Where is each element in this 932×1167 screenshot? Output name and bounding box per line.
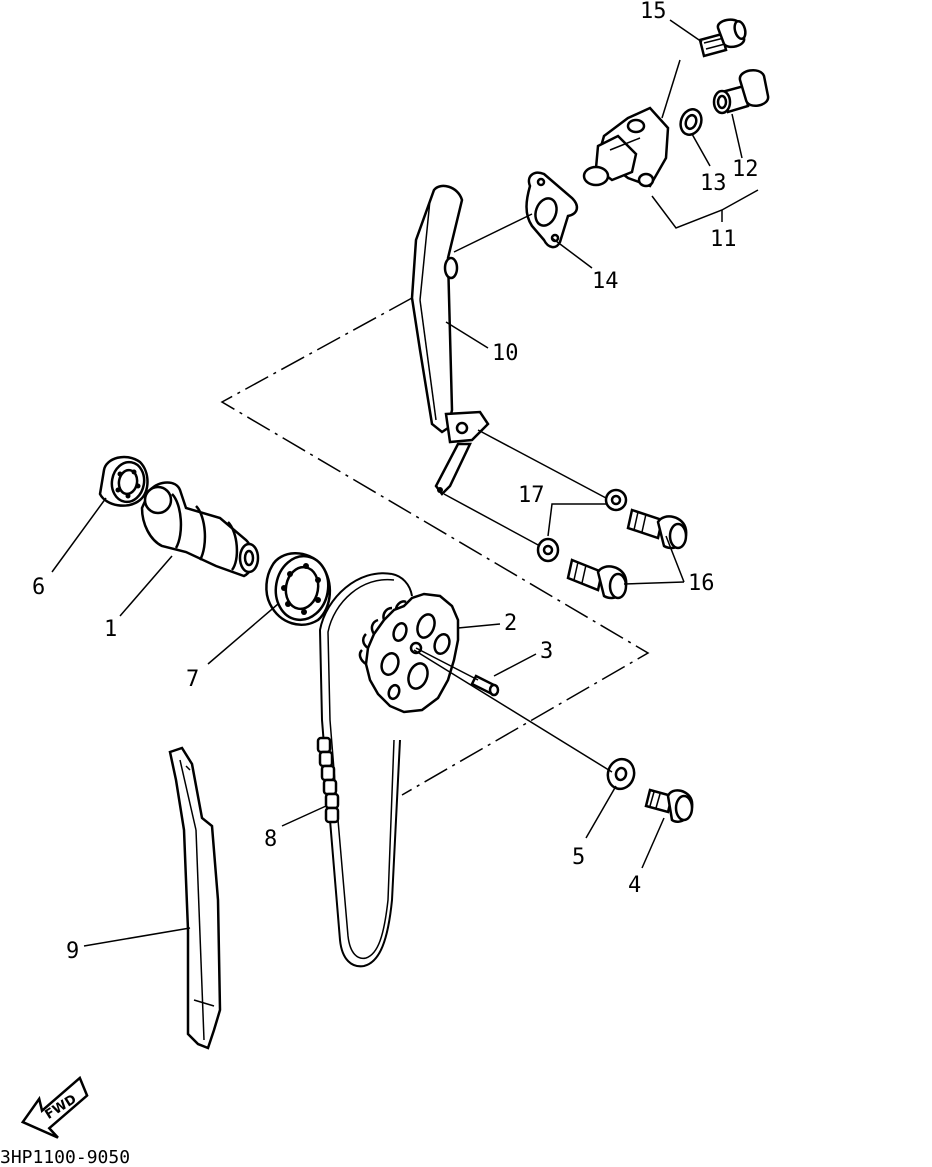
label-1: 1: [104, 617, 117, 642]
label-9: 9: [66, 939, 79, 964]
label-6: 6: [32, 575, 45, 600]
part-2-sprocket: [358, 592, 460, 714]
part-16-bolt-lower: [566, 558, 628, 600]
label-11: 11: [710, 227, 737, 252]
label-2: 2: [504, 611, 517, 636]
label-16: 16: [688, 571, 715, 596]
part-3-pin: [470, 674, 500, 697]
part-4-bolt: [644, 788, 694, 823]
part-17-washer-lower: [536, 537, 560, 563]
fwd-arrow-icon: FWD: [20, 1075, 89, 1139]
part-14-gasket: [525, 171, 579, 249]
part-8-cam-chain: [316, 572, 413, 968]
part-1-camshaft: [140, 481, 260, 578]
part-13-washer: [679, 108, 703, 136]
label-14: 14: [592, 269, 619, 294]
part-11-tensioner: [582, 106, 670, 188]
part-10-chain-guide: [410, 184, 490, 496]
part-6-bearing: [98, 455, 149, 507]
part-5-washer: [606, 757, 636, 791]
assembly-boundary: [220, 297, 650, 796]
part-15-bolt: [698, 18, 747, 58]
label-10: 10: [492, 341, 519, 366]
label-15: 15: [640, 0, 667, 24]
part-7-bearing: [265, 552, 332, 626]
part-12-plug-bolt: [712, 68, 770, 115]
part-labels: 15 12 13 11 14 10 17 16 6 1 2 3 7 8 5 4 …: [32, 0, 759, 964]
label-4: 4: [628, 873, 641, 898]
label-8: 8: [264, 827, 277, 852]
part-16-bolt-upper: [626, 508, 688, 550]
part-9-chain-guide: [168, 746, 222, 1050]
label-3: 3: [540, 639, 553, 664]
label-7: 7: [186, 667, 199, 692]
leader-lines: [51, 19, 759, 947]
part-17-washer-upper: [604, 488, 628, 512]
assembly-lines: [413, 59, 681, 773]
label-5: 5: [572, 845, 585, 870]
label-12: 12: [732, 157, 759, 182]
label-13: 13: [700, 171, 727, 196]
drawing-code: 3HP1100-9050: [0, 1147, 130, 1167]
label-17: 17: [518, 483, 545, 508]
